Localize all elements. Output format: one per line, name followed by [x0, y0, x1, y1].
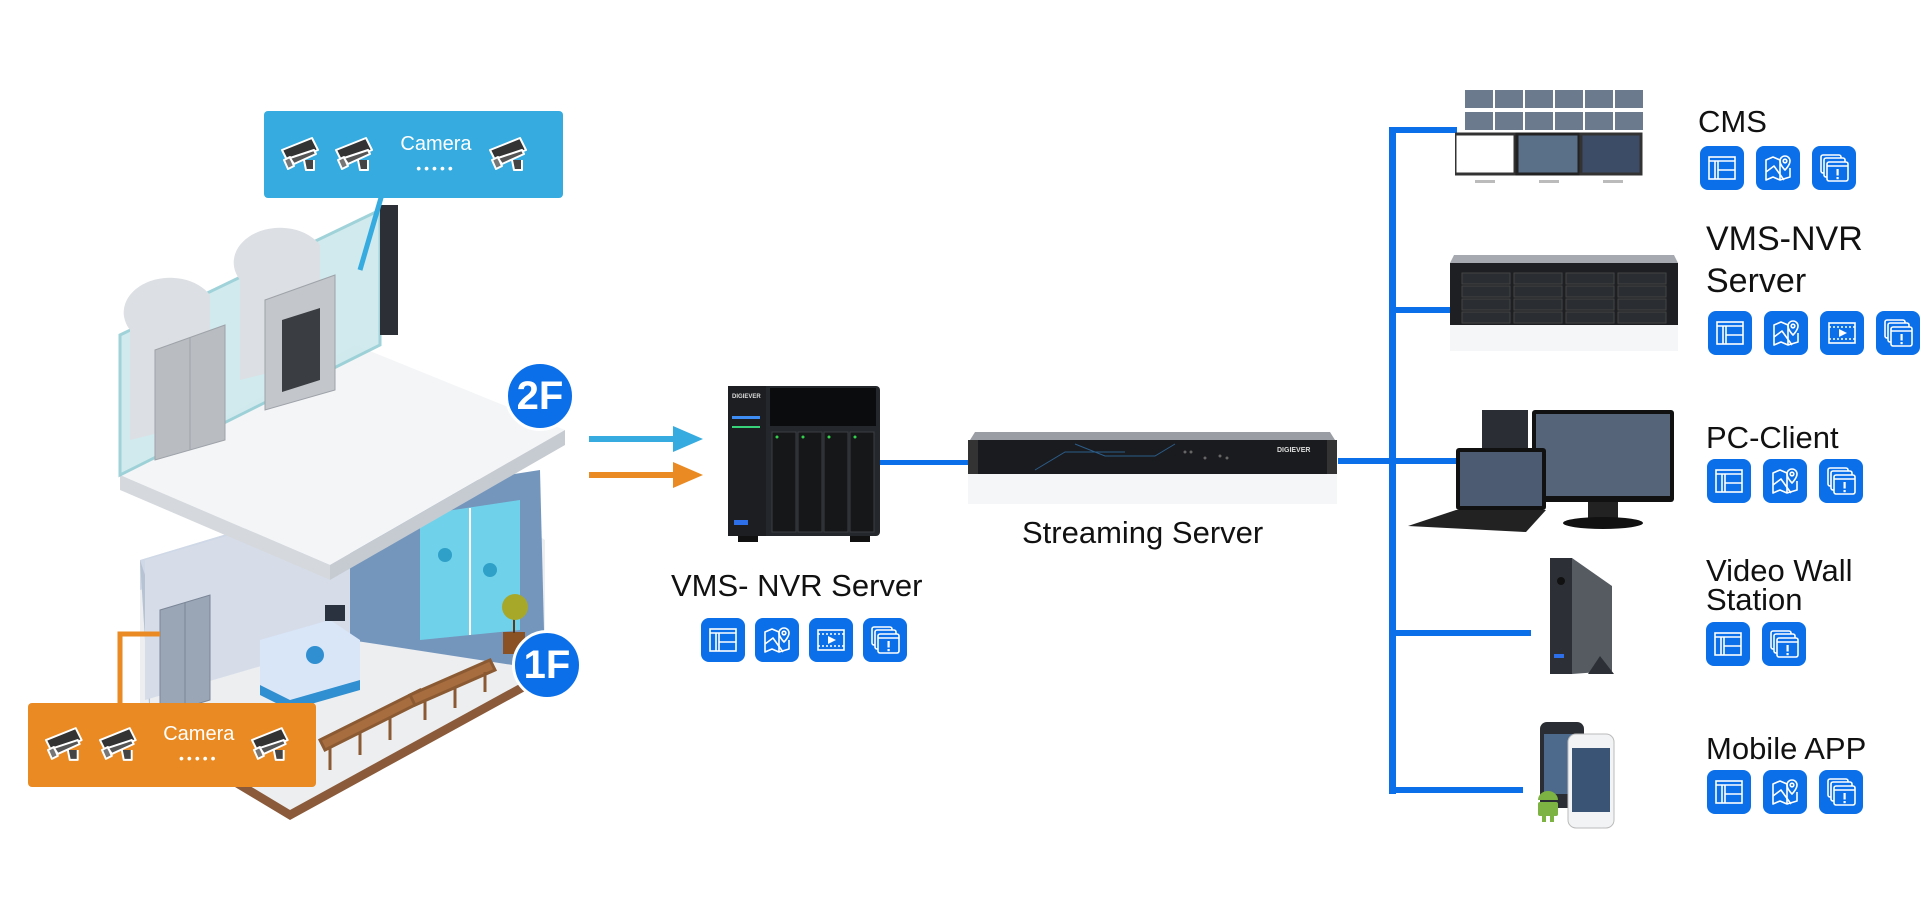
camera-icon: [248, 720, 298, 770]
camera-icon: [96, 720, 146, 770]
client-features-vms-nvr: [1708, 311, 1920, 355]
map-pin-icon: [1756, 146, 1800, 190]
client-label-mobile: Mobile APP: [1706, 731, 1867, 766]
nvr-to-streaming-link: [880, 460, 972, 465]
camera-callout-1f: Camera •••••: [28, 703, 316, 787]
camera-icon: [278, 130, 328, 180]
map-pin-icon: [1763, 770, 1807, 814]
android-icon: [1538, 791, 1558, 822]
layout-icon: [1708, 311, 1752, 355]
streaming-label: Streaming Server: [1022, 515, 1264, 550]
orange-callout-connector: [117, 631, 160, 704]
camera-label: Camera: [163, 723, 235, 745]
client-features-cms: [1700, 146, 1856, 190]
client-label-vms-nvr-line1: VMS-NVR: [1706, 220, 1863, 258]
client-features-video-wall: [1706, 622, 1806, 666]
client-label-vms-nvr-line2: Server: [1706, 262, 1807, 300]
alarm-windows-icon: [863, 618, 907, 662]
layout-icon: [1706, 622, 1750, 666]
bus-branch-mobile: [1389, 787, 1523, 793]
map-pin-icon: [1764, 311, 1808, 355]
bus-branch-video-wall: [1389, 630, 1531, 636]
nvr-brand: DIGIEVER: [732, 394, 761, 400]
camera-callout-2f: Camera •••••: [264, 111, 563, 198]
floor-2-elevators: [118, 205, 398, 478]
nvr-device: DIGIEVER: [728, 386, 880, 542]
layout-icon: [1707, 459, 1751, 503]
alarm-windows-icon: [1819, 770, 1863, 814]
layout-icon: [701, 618, 745, 662]
vms-nvr-rack-device: [1450, 255, 1678, 351]
alarm-windows-icon: [1812, 146, 1856, 190]
floor-badge-1f: 1F: [512, 630, 582, 700]
camera-icon: [42, 720, 92, 770]
floor-2-slab: [120, 345, 565, 580]
client-features-mobile: [1707, 770, 1863, 814]
map-pin-icon: [755, 618, 799, 662]
alarm-windows-icon: [1819, 459, 1863, 503]
streaming-server-device: DIGIEVER: [968, 432, 1337, 504]
bus-branch-cms: [1389, 127, 1457, 133]
camera-label: Camera: [400, 132, 472, 155]
orange-stream-arrow: [589, 462, 703, 488]
alarm-windows-icon: [1876, 311, 1920, 355]
camera-icon: [332, 130, 382, 180]
video-playback-icon: [1820, 311, 1864, 355]
streaming-to-bus-link: [1338, 458, 1398, 464]
cms-device: [1455, 90, 1643, 183]
map-pin-icon: [1763, 459, 1807, 503]
layout-icon: [1707, 770, 1751, 814]
stream-arrows: [589, 426, 703, 488]
pc-client-device: [1408, 410, 1674, 532]
bus-branch-pc-client: [1389, 458, 1459, 464]
alarm-windows-icon: [1762, 622, 1806, 666]
bus-branch-vms-nvr: [1389, 307, 1451, 313]
nvr-label: VMS- NVR Server: [671, 568, 923, 603]
camera-ellipsis: •••••: [416, 159, 456, 176]
client-label-pc-client: PC-Client: [1706, 420, 1839, 455]
client-label-cms: CMS: [1698, 104, 1767, 139]
camera-icon: [486, 130, 536, 180]
streaming-brand: DIGIEVER: [1277, 447, 1310, 454]
camera-ellipsis: •••••: [179, 750, 219, 766]
nvr-feature-icons: [701, 618, 907, 662]
floor-badge-2f: 2F: [505, 361, 575, 431]
blue-stream-arrow: [589, 426, 703, 452]
client-features-pc-client: [1707, 459, 1863, 503]
video-playback-icon: [809, 618, 853, 662]
layout-icon: [1700, 146, 1744, 190]
mobile-device: [1538, 722, 1615, 829]
client-label-video-wall-line2: Station: [1706, 582, 1803, 617]
video-wall-station-device: [1550, 558, 1614, 674]
building-illustration: Camera ••••• Camera ••••• 2F 1F: [0, 0, 600, 820]
client-label-video-wall-line1: Video Wall: [1706, 553, 1853, 588]
